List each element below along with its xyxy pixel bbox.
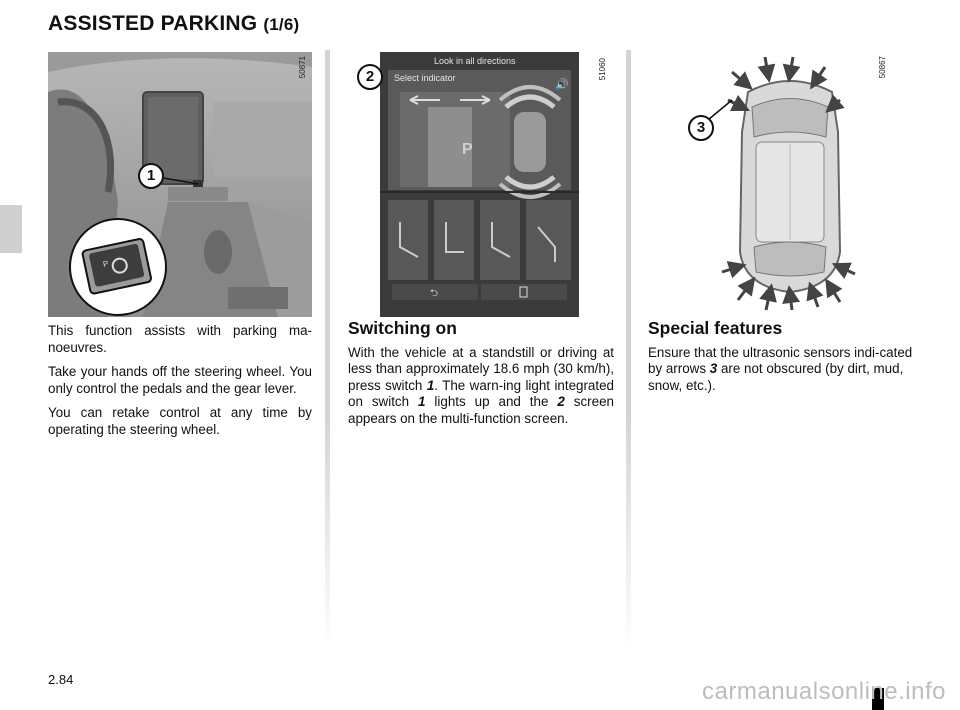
multifunction-screen-illustration: P ⮌ 🔊 Look in all directions Select indi… <box>380 52 579 317</box>
switching-on-paragraph: With the vehicle at a standstill or driv… <box>348 345 614 428</box>
hands-off-paragraph: Take your hands off the steering wheel. … <box>48 364 312 396</box>
callout-2: 2 <box>357 64 383 90</box>
section-edge-tab <box>0 205 22 253</box>
special-features-paragraph: Ensure that the ultrasonic sensors indi-… <box>648 345 914 395</box>
vehicle-sensors-illustration: 50867 <box>690 52 890 317</box>
corner-mark <box>872 688 884 710</box>
column-3-text: Special features Ensure that the ultraso… <box>648 320 914 402</box>
sound-icon: 🔊 <box>555 77 569 91</box>
text-run: are not obscured (by dirt, mud, snow, et… <box>648 361 904 393</box>
switching-on-heading: Switching on <box>348 318 457 338</box>
figure-code: 51060 <box>598 58 607 81</box>
text-run: screen appears on the multi-function scr… <box>348 394 614 426</box>
figure-code: 50867 <box>878 56 887 79</box>
ref-1: 1 <box>418 394 426 409</box>
text-run: Ensure that the ultrasonic sensors indi-… <box>648 344 913 377</box>
column-separator <box>325 50 330 650</box>
column-2-text: Switching on With the vehicle at a stand… <box>348 320 614 435</box>
vehicle-drawing <box>707 56 856 311</box>
column-separator <box>626 50 631 650</box>
svg-text:P: P <box>102 259 109 269</box>
ref-3: 3 <box>709 361 718 376</box>
figure-code: 50871 <box>298 56 307 79</box>
page-title-text: ASSISTED PARKING <box>48 12 258 35</box>
page-subtitle: (1/6) <box>263 15 300 34</box>
dashboard-illustration: P 1 50871 <box>48 52 312 317</box>
dashboard-drawing: P <box>48 52 312 317</box>
screen-top-text: Look in all directions <box>434 56 516 66</box>
ref-1: 1 <box>426 377 435 393</box>
parking-letter: P <box>462 141 473 158</box>
callout-1: 1 <box>138 163 164 189</box>
special-features-heading: Special features <box>648 318 783 338</box>
retake-control-paragraph: You can retake control at any time by op… <box>48 405 312 437</box>
screen-indicator-text: Select indicator <box>394 73 456 83</box>
text-run: lights up and the <box>425 394 558 409</box>
page-title: ASSISTED PARKING (1/6) <box>48 12 299 36</box>
page-number: 2.84 <box>48 672 74 687</box>
watermark: carmanualsonline.info <box>702 678 946 705</box>
column-1-text: This function assists with parking ma-no… <box>48 323 312 446</box>
callout-3: 3 <box>688 115 714 141</box>
text-run: With the vehicle at a standstill or driv… <box>348 344 614 393</box>
svg-text:⮌: ⮌ <box>430 288 438 299</box>
ref-2: 2 <box>557 394 565 409</box>
text-run: . The warn-ing light integrated on switc… <box>348 377 614 410</box>
screen-drawing: P ⮌ 🔊 <box>380 52 579 317</box>
intro-paragraph: This function assists with parking ma-no… <box>48 323 312 355</box>
